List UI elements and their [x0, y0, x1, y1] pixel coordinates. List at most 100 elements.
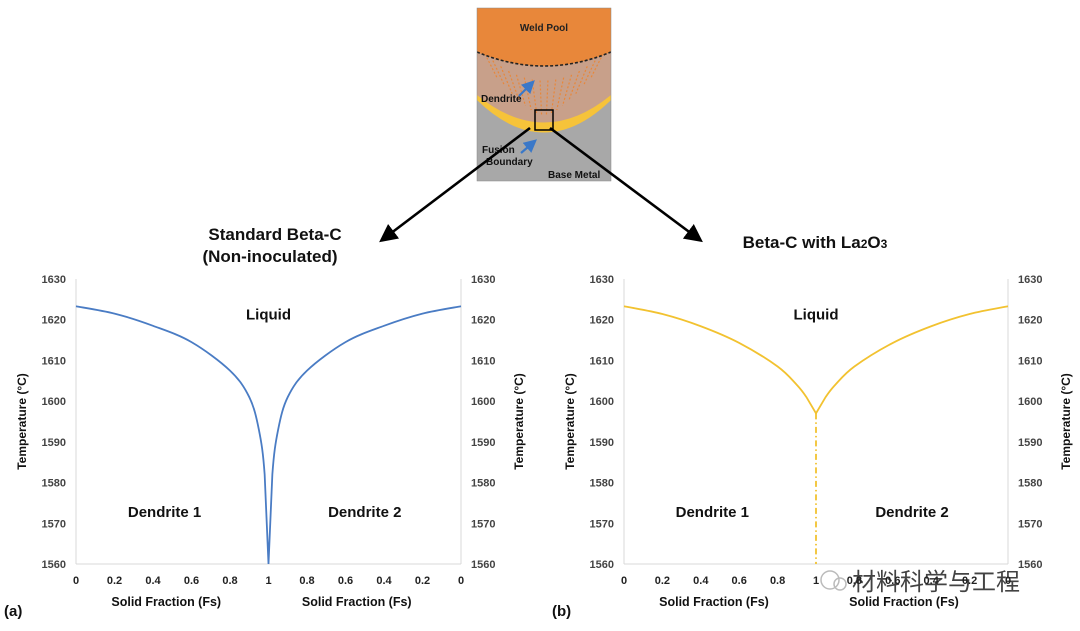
y-tick-label-left: 1630 [590, 274, 614, 286]
y-tick-label-left: 1590 [42, 437, 66, 449]
x-tick-label: 0 [458, 575, 464, 587]
y-axis-label-right: Temperature (°C) [1059, 373, 1073, 470]
x-tick-label: 1 [813, 575, 819, 587]
x-tick-label: 0.8 [847, 575, 862, 587]
watermark-text: 材料科学与工程 [852, 568, 1020, 596]
x-axis-label-left: Solid Fraction (Fs) [111, 595, 221, 609]
fusion-boundary-pointer-arrow [520, 139, 538, 154]
y-tick-label-right: 1570 [1018, 518, 1042, 530]
dendrite-arm [590, 53, 604, 78]
x-tick-label: 0.2 [962, 575, 977, 587]
wechat-icon [820, 570, 840, 590]
x-tick-label: 0.8 [770, 575, 785, 587]
weld-pool-label: Weld Pool [520, 23, 568, 34]
x-tick-label: 0.4 [376, 575, 392, 587]
right-title: Beta-C with La2O3 [743, 233, 888, 252]
dendrite-arm [575, 66, 588, 94]
x-axis-label-left: Solid Fraction (Fs) [659, 595, 769, 609]
dendrite-arm [582, 60, 596, 87]
y-tick-label-left: 1600 [42, 396, 66, 408]
x-tick-label: 0.2 [107, 575, 122, 587]
dendrite-arm [545, 80, 549, 115]
left-title-line1: Standard Beta-C [208, 225, 341, 244]
series-line [623, 305, 1009, 416]
x-tick-label: 0.6 [184, 575, 199, 587]
y-tick-label-left: 1600 [590, 396, 614, 408]
y-tick-label-right: 1610 [1018, 355, 1042, 367]
x-axis-label-right: Solid Fraction (Fs) [302, 595, 412, 609]
x-tick-label: 1 [265, 575, 271, 587]
left-title-line2: (Non-inoculated) [202, 247, 337, 266]
watermark: 材料科学与工程 [820, 568, 1020, 596]
y-tick-label-right: 1600 [471, 396, 495, 408]
y-tick-label-left: 1610 [42, 355, 66, 367]
y-tick-label-right: 1570 [471, 518, 495, 530]
dendrite-selection-box [534, 109, 554, 131]
x-tick-label: 0 [621, 575, 627, 587]
x-tick-label: 0.2 [655, 575, 670, 587]
y-tick-label-right: 1590 [471, 437, 495, 449]
dendrite-label: Dendrite [481, 94, 522, 105]
x-tick-label: 0.6 [885, 575, 900, 587]
x-tick-label: 0.6 [338, 575, 353, 587]
annotation-liquid: Liquid [246, 307, 291, 324]
y-tick-label-right: 1620 [471, 315, 495, 327]
x-tick-label: 0 [73, 575, 79, 587]
dendrite-arm [500, 66, 513, 94]
y-tick-label-left: 1580 [590, 478, 614, 490]
x-tick-label: 0.6 [732, 575, 747, 587]
dendrite-arm [550, 79, 557, 114]
dendrite-arm [568, 70, 580, 101]
arrow-to-left-panel [379, 126, 531, 243]
y-tick-label-right: 1610 [471, 355, 495, 367]
right-title-sub1: 2 [861, 237, 868, 251]
y-tick-label-left: 1570 [590, 518, 614, 530]
y-tick-label-right: 1600 [1018, 396, 1042, 408]
dendrite-pointer-arrow [518, 80, 535, 97]
y-tick-label-left: 1590 [590, 437, 614, 449]
x-axis-label-right: Solid Fraction (Fs) [849, 595, 959, 609]
annotation-liquid: Liquid [794, 307, 839, 324]
y-tick-label-right: 1630 [1018, 274, 1042, 286]
annotation-dendrite-2: Dendrite 2 [875, 504, 948, 521]
weld-pool-region [477, 8, 611, 66]
y-tick-label-left: 1620 [590, 315, 614, 327]
x-tick-label: 0.8 [222, 575, 237, 587]
right-title-sub2: 3 [881, 237, 888, 251]
x-tick-label: 0.2 [415, 575, 430, 587]
y-tick-label-left: 1570 [42, 518, 66, 530]
annotation-dendrite-1: Dendrite 1 [676, 504, 749, 521]
arrow-to-right-panel [549, 126, 703, 243]
dendrite-arm [508, 70, 520, 101]
y-axis-label-left: Temperature (°C) [15, 373, 29, 470]
schematic-frame [476, 7, 612, 182]
y-tick-label-left: 1610 [590, 355, 614, 367]
wechat-icon-dot [833, 577, 847, 591]
x-tick-label: 0 [1005, 575, 1011, 587]
dendrite-arm [484, 53, 498, 78]
y-tick-label-right: 1580 [1018, 478, 1042, 490]
y-tick-label-right: 1560 [471, 559, 495, 571]
right-title-prefix: Beta-C with La [743, 233, 862, 252]
panel-label: (a) [4, 603, 22, 620]
y-tick-label-right: 1580 [471, 478, 495, 490]
series-line [75, 305, 462, 565]
right-title-mid: O [867, 233, 880, 252]
y-tick-label-right: 1630 [471, 274, 495, 286]
dendrite-arm [539, 80, 543, 115]
base-metal-label: Base Metal [548, 170, 600, 181]
y-tick-label-left: 1560 [42, 559, 66, 571]
x-tick-label: 0.4 [924, 575, 940, 587]
y-tick-label-right: 1560 [1018, 559, 1042, 571]
annotation-dendrite-1: Dendrite 1 [128, 504, 201, 521]
x-tick-label: 0.4 [145, 575, 161, 587]
boundary-label: Boundary [486, 157, 533, 168]
y-axis-label-left: Temperature (°C) [563, 373, 577, 470]
x-tick-label: 0.4 [693, 575, 709, 587]
y-tick-label-left: 1630 [42, 274, 66, 286]
panel-label: (b) [552, 603, 571, 620]
y-axis-label-right: Temperature (°C) [512, 373, 526, 470]
